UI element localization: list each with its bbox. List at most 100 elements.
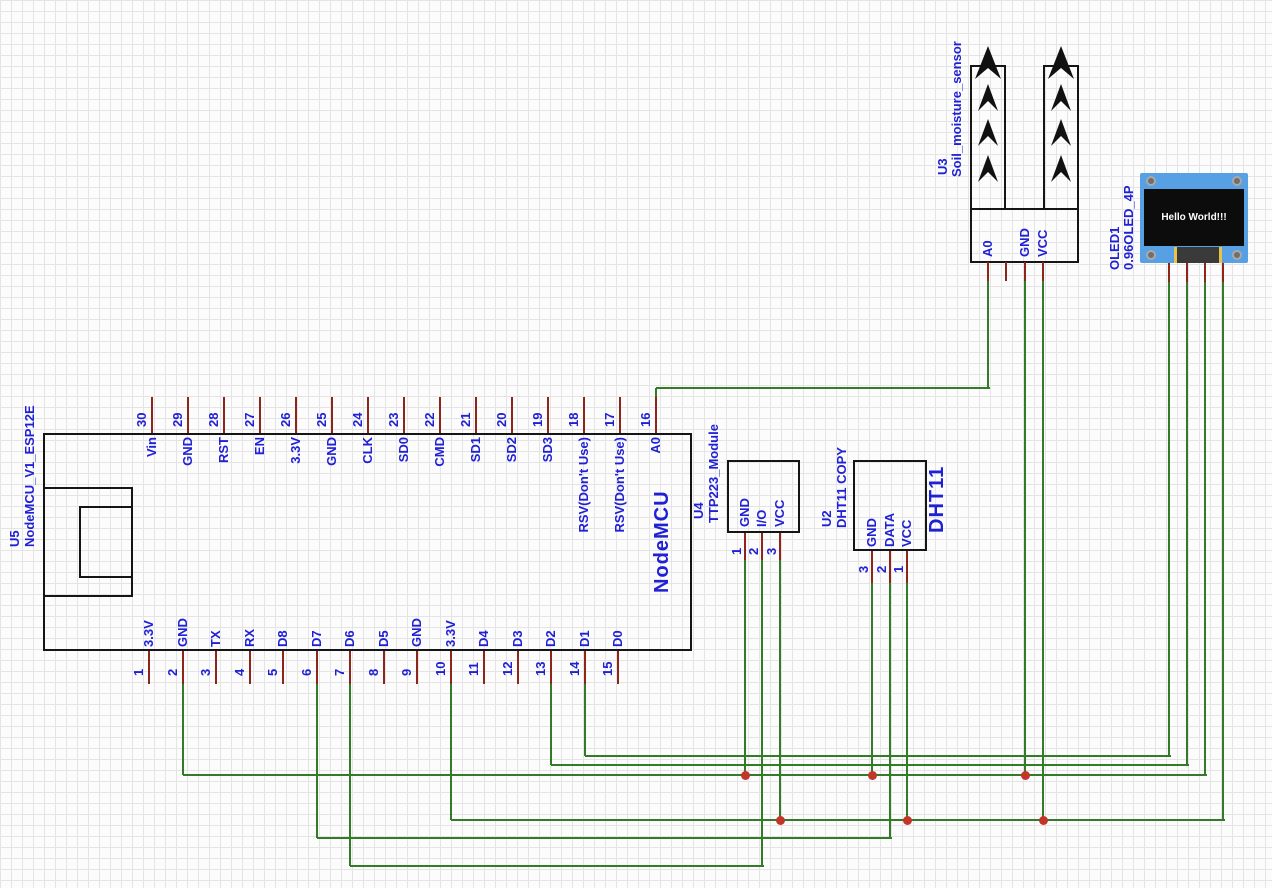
nodemcu-pin-3[interactable]	[215, 651, 217, 684]
wire-segment[interactable]	[317, 837, 892, 839]
ttp223-pin-1[interactable]	[744, 533, 746, 560]
wire-segment[interactable]	[889, 583, 891, 838]
nodemcu-pin-24[interactable]	[367, 397, 369, 433]
ttp223-ref: U4	[691, 502, 706, 519]
junction-dot	[741, 771, 750, 780]
pin-name: 3.3V	[443, 620, 458, 647]
nodemcu-pin-18[interactable]	[583, 397, 585, 433]
wire-segment[interactable]	[1204, 282, 1206, 775]
nodemcu-pin-23[interactable]	[403, 397, 405, 433]
oled-pin-4[interactable]	[1222, 263, 1224, 282]
soil-sensor-pin-1[interactable]	[987, 262, 989, 281]
wire-segment[interactable]	[350, 865, 764, 867]
wire-segment[interactable]	[656, 387, 990, 389]
nodemcu-pin-29[interactable]	[187, 397, 189, 433]
pin-number: 21	[458, 412, 473, 427]
soil-sensor-pin-3[interactable]	[1024, 262, 1026, 281]
wire-segment[interactable]	[744, 560, 746, 775]
wire-segment[interactable]	[584, 684, 586, 756]
wire-segment[interactable]	[779, 560, 781, 820]
wire-segment[interactable]	[183, 774, 1207, 776]
oled-part-name: 0.96OLED_4P	[1121, 185, 1136, 270]
wire-segment[interactable]	[906, 583, 908, 820]
wire-segment[interactable]	[1024, 281, 1026, 775]
oled-ref: OLED1	[1107, 226, 1122, 270]
pin-number: 8	[366, 668, 381, 676]
wire-segment[interactable]	[349, 684, 351, 866]
wire-segment[interactable]	[551, 764, 1189, 766]
wire-segment[interactable]	[451, 819, 1225, 821]
nodemcu-body[interactable]	[43, 433, 692, 651]
nodemcu-pin-13[interactable]	[550, 651, 552, 684]
nodemcu-pin-17[interactable]	[619, 397, 621, 433]
soil-sensor-pin-4[interactable]	[1042, 262, 1044, 281]
pin-number: 17	[602, 412, 617, 427]
pin-name: VCC	[772, 499, 787, 527]
nodemcu-pin-26[interactable]	[295, 397, 297, 433]
pin-name: EN	[252, 437, 267, 456]
nodemcu-pin-14[interactable]	[584, 651, 586, 684]
pin-number: 1	[131, 668, 146, 676]
soil-sensor-ref: U3	[935, 158, 950, 175]
nodemcu-pin-22[interactable]	[439, 397, 441, 433]
wire-segment[interactable]	[550, 684, 552, 765]
wire-segment[interactable]	[585, 755, 1171, 757]
pin-name: SD0	[396, 437, 411, 463]
oled-pin-1[interactable]	[1168, 263, 1170, 282]
pin-number: 1	[891, 565, 906, 573]
wire-segment[interactable]	[316, 684, 318, 838]
oled-pin-3[interactable]	[1204, 263, 1206, 282]
pin-name: GND	[180, 437, 195, 466]
wire-segment[interactable]	[871, 583, 873, 775]
nodemcu-pin-6[interactable]	[316, 651, 318, 684]
nodemcu-pin-16[interactable]	[655, 397, 657, 433]
nodemcu-pin-25[interactable]	[331, 397, 333, 433]
nodemcu-pin-28[interactable]	[223, 397, 225, 433]
nodemcu-pin-20[interactable]	[511, 397, 513, 433]
nodemcu-pin-7[interactable]	[349, 651, 351, 684]
nodemcu-pin-8[interactable]	[383, 651, 385, 684]
nodemcu-pin-15[interactable]	[617, 651, 619, 684]
wire-segment[interactable]	[1168, 282, 1170, 756]
nodemcu-pin-11[interactable]	[483, 651, 485, 684]
junction-dot	[776, 816, 785, 825]
wire-segment[interactable]	[1222, 282, 1224, 820]
nodemcu-usb-inner	[79, 506, 133, 578]
nodemcu-pin-2[interactable]	[182, 651, 184, 684]
wire-segment[interactable]	[987, 281, 989, 388]
nodemcu-pin-27[interactable]	[259, 397, 261, 433]
nodemcu-pin-30[interactable]	[151, 397, 153, 433]
wire-segment[interactable]	[450, 684, 452, 820]
wire-segment[interactable]	[182, 684, 184, 775]
oled-connector	[1174, 247, 1222, 263]
dht11-body-label: DHT11	[926, 465, 948, 533]
soil-sensor-pin-2[interactable]	[1005, 262, 1007, 281]
ttp223-pin-3[interactable]	[779, 533, 781, 560]
pin-number: 9	[399, 668, 414, 676]
wire-segment[interactable]	[655, 388, 657, 397]
nodemcu-pin-9[interactable]	[416, 651, 418, 684]
nodemcu-pin-19[interactable]	[547, 397, 549, 433]
pin-number: 22	[422, 412, 437, 427]
wire-segment[interactable]	[1042, 281, 1044, 820]
nodemcu-pin-5[interactable]	[282, 651, 284, 684]
pin-number: 7	[332, 668, 347, 676]
oled-board[interactable]: Hello World!!!	[1140, 173, 1248, 263]
nodemcu-pin-1[interactable]	[148, 651, 150, 684]
wire-segment[interactable]	[1186, 282, 1188, 765]
ttp223-body[interactable]	[727, 460, 800, 533]
dht11-pin-1[interactable]	[906, 551, 908, 583]
oled-pin-2[interactable]	[1186, 263, 1188, 282]
soil-sensor-left-prong	[970, 65, 1006, 210]
ttp223-pin-2[interactable]	[761, 533, 763, 560]
dht11-body[interactable]	[853, 460, 927, 551]
nodemcu-pin-10[interactable]	[450, 651, 452, 684]
pin-number: 6	[299, 668, 314, 676]
nodemcu-pin-21[interactable]	[475, 397, 477, 433]
dht11-pin-3[interactable]	[871, 551, 873, 583]
wire-segment[interactable]	[761, 560, 763, 866]
nodemcu-pin-4[interactable]	[249, 651, 251, 684]
dht11-pin-2[interactable]	[889, 551, 891, 583]
nodemcu-pin-12[interactable]	[517, 651, 519, 684]
